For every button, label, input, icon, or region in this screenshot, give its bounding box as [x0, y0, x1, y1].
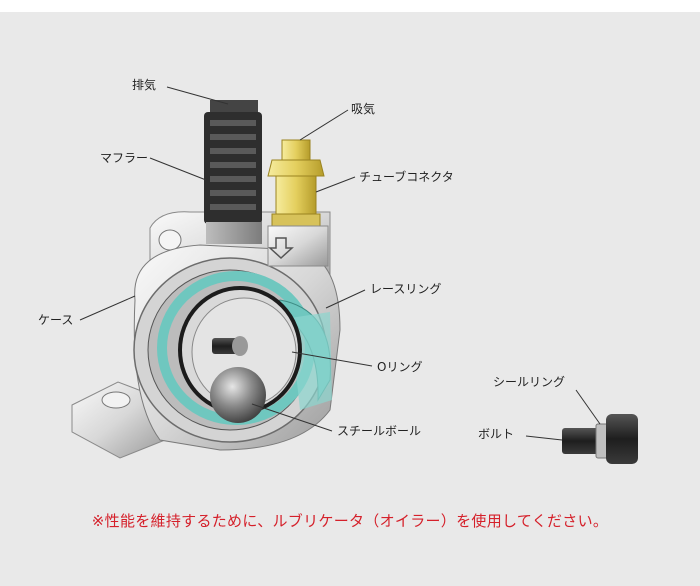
flow-arrow-icon: [268, 237, 294, 260]
label-intake: 吸気: [351, 102, 376, 116]
top-margin: [0, 0, 700, 12]
leader-intake: [299, 109, 349, 141]
label-o-ring: Oリング: [377, 360, 423, 374]
leader-race-ring: [325, 289, 366, 309]
leader-o-ring: [291, 351, 373, 367]
leader-tube-connector: [315, 176, 356, 193]
label-exhaust: 排気: [132, 78, 157, 92]
leader-case: [79, 295, 136, 321]
label-seal-ring: シールリング: [493, 375, 566, 389]
leader-exhaust: [166, 86, 229, 105]
leader-muffler: [149, 157, 207, 181]
leader-steel-ball: [251, 403, 333, 432]
steel-ball: [210, 367, 266, 423]
leader-seal-ring: [575, 389, 601, 425]
label-muffler: マフラー: [100, 151, 149, 165]
usage-note: ※性能を維持するために、ルブリケータ（オイラー）を使用してください。: [91, 512, 609, 530]
leader-bolt: [525, 435, 563, 441]
leader-lines: [79, 86, 601, 441]
label-race-ring: レースリング: [370, 282, 442, 296]
bolt-thread: [562, 428, 604, 454]
intake-port: [267, 225, 329, 267]
muffler: [204, 100, 262, 244]
bolt-head: [606, 414, 638, 464]
label-bolt: ボルト: [478, 427, 515, 441]
tube-connector: [267, 139, 325, 229]
label-tube-connector: チューブコネクタ: [359, 170, 454, 184]
mounting-foot: [71, 381, 166, 459]
label-steel-ball: スチールボール: [337, 424, 422, 438]
inner-pin: [212, 336, 248, 356]
diagram-panel: [0, 12, 700, 586]
label-case: ケース: [38, 313, 74, 327]
bolt-assembly: [562, 414, 638, 464]
